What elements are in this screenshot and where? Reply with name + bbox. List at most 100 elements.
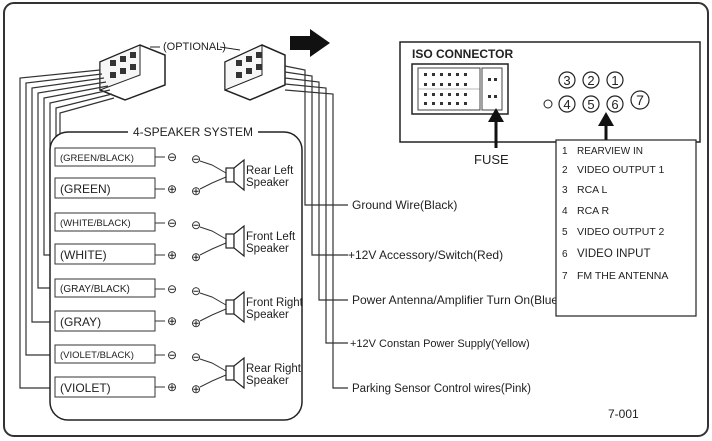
wire-row: (GRAY) (54, 310, 156, 332)
plus-icon: ⊕ (167, 314, 177, 328)
svg-text:2: 2 (562, 165, 568, 176)
speaker-icon (225, 233, 235, 249)
speaker-lead (199, 374, 227, 388)
power-wire-labels: Ground Wire(Black) +12V Accessory/Switch… (348, 198, 562, 395)
svg-text:3: 3 (563, 73, 570, 88)
iso-connector-title: ISO CONNECTOR (412, 47, 513, 61)
legend-row: 7 FM THE ANTENNA (562, 270, 668, 282)
plus-icon: ⊕ (191, 316, 201, 330)
speaker-lead (199, 226, 227, 240)
speaker-icon (225, 365, 235, 381)
svg-text:VIDEO OUTPUT 2: VIDEO OUTPUT 2 (577, 226, 664, 238)
svg-text:1: 1 (611, 73, 618, 88)
svg-text:7: 7 (562, 271, 568, 282)
wire-label: (VIOLET) (60, 381, 111, 395)
speaker-lead (199, 160, 227, 174)
pin-circle (630, 90, 650, 110)
speaker-name: Speaker (246, 243, 289, 255)
diagram-code: 7-001 (608, 407, 639, 421)
speaker-cone-icon (233, 224, 245, 258)
wire-label: (GRAY) (60, 315, 101, 329)
minus-icon: ⊖ (167, 150, 177, 164)
svg-text:VIDEO INPUT: VIDEO INPUT (577, 248, 650, 260)
speaker-lead (199, 242, 227, 256)
svg-text:5: 5 (587, 97, 594, 112)
minus-icon: ⊖ (167, 282, 177, 296)
svg-text:REARVIEW IN: REARVIEW IN (577, 146, 643, 157)
speaker-system-title: 4-SPEAKER SYSTEM (133, 125, 253, 139)
minus-icon: ⊖ (167, 216, 177, 230)
wire-row: (VIOLET/BLACK) (54, 344, 156, 364)
legend-row: 1 REARVIEW IN (562, 146, 643, 157)
small-hole-icon (543, 99, 553, 109)
speaker-lead (199, 358, 227, 372)
minus-icon: ⊖ (191, 218, 201, 232)
wire-label: (WHITE) (60, 248, 107, 262)
optional-connector-left (99, 44, 166, 101)
svg-text:VIDEO OUTPUT 1: VIDEO OUTPUT 1 (577, 164, 664, 176)
wire-label: (WHITE/BLACK) (60, 218, 131, 229)
speaker-name: Rear Left (246, 165, 294, 177)
pin-arrow-icon (598, 112, 614, 140)
right-wire-bundle (284, 65, 348, 389)
svg-text:4: 4 (562, 206, 568, 217)
speaker-lead (199, 292, 227, 306)
optional-connector-right (224, 44, 286, 101)
arrow-right-icon (290, 29, 330, 57)
pin-circle (558, 95, 576, 113)
iso-connector-graphic (411, 63, 509, 115)
wire-labels: (GREEN/BLACK) (GREEN) (WHITE/BLACK) (WHI… (54, 147, 156, 398)
speaker-icon (225, 167, 235, 183)
wire-row: (VIOLET) (54, 376, 156, 398)
wire-row: (WHITE/BLACK) (54, 212, 156, 232)
minus-icon: ⊖ (191, 152, 201, 166)
svg-text:6: 6 (611, 97, 618, 112)
pin-circles: 3 2 1 4 5 6 7 (543, 71, 650, 113)
fuse-arrow-icon (488, 108, 504, 148)
wire-row: (WHITE) (54, 243, 156, 265)
svg-text:RCA L: RCA L (577, 184, 608, 196)
optional-label: (OPTIONAL) (163, 41, 226, 53)
svg-text:FM THE ANTENNA: FM THE ANTENNA (577, 270, 668, 282)
svg-text:1: 1 (562, 146, 568, 157)
plus-icon: ⊕ (191, 184, 201, 198)
pin-circle (606, 95, 624, 113)
speaker-name: Front Left (246, 231, 296, 243)
pin-circle (582, 71, 600, 89)
power-wire-label: Power Antenna/Amplifier Turn On(Blue) (352, 293, 562, 307)
power-wire-label: Parking Sensor Control wires(Pink) (352, 383, 531, 395)
speaker-name: Rear Right (246, 363, 302, 375)
plus-icon: ⊕ (191, 250, 201, 264)
svg-text:6: 6 (562, 249, 568, 260)
svg-text:4: 4 (563, 97, 570, 112)
power-wire-label: Ground Wire(Black) (352, 198, 457, 212)
wire-label: (GREEN) (60, 182, 111, 196)
power-wire-label: +12V Accessory/Switch(Red) (348, 248, 503, 262)
plus-icon: ⊕ (191, 382, 201, 396)
plus-icon: ⊕ (167, 182, 177, 196)
pin-circle (582, 95, 600, 113)
speaker-lead (199, 176, 227, 190)
svg-text:RCA R: RCA R (577, 205, 610, 217)
pin-legend-box (555, 139, 697, 317)
svg-text:2: 2 (587, 73, 594, 88)
plus-icon: ⊕ (167, 248, 177, 262)
wire-row: (GREEN) (54, 177, 156, 199)
wire-label: (GRAY/BLACK) (60, 284, 130, 295)
speaker-cone-icon (233, 158, 245, 192)
speaker-name: Speaker (246, 375, 289, 387)
minus-icon: ⊖ (191, 350, 201, 364)
speaker-lead (199, 308, 227, 322)
speaker-cone-icon (233, 290, 245, 324)
wire-label: (VIOLET/BLACK) (60, 350, 134, 361)
speaker-cone-icon (233, 356, 245, 390)
power-wire-label: +12V Constan Power Supply(Yellow) (350, 338, 530, 350)
svg-text:7: 7 (636, 92, 644, 108)
